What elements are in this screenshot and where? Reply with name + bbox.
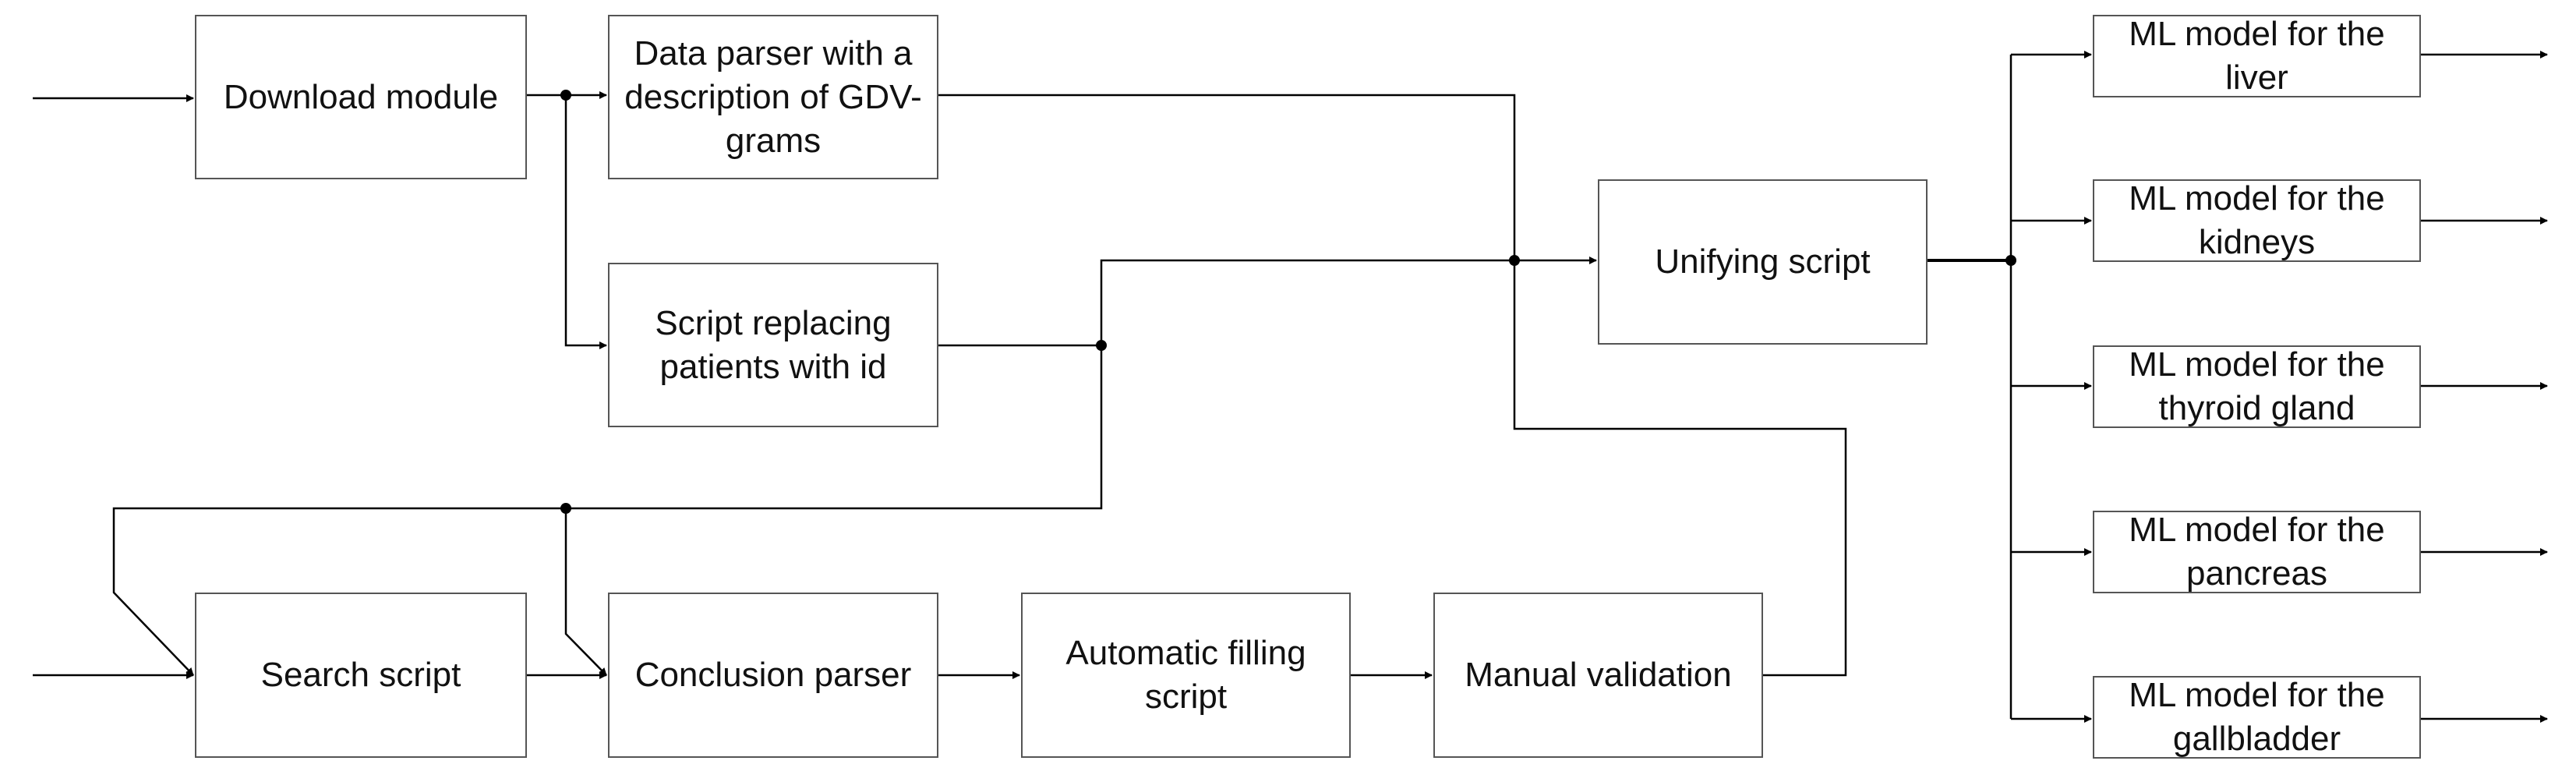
node-automatic-filling: Automatic filling script [1021, 593, 1351, 758]
node-ml-gallbladder: ML model for the gallbladder [2093, 676, 2421, 759]
node-label: Conclusion parser [634, 656, 912, 694]
node-label: ML model for the liver [2129, 15, 2385, 97]
junction-download [560, 90, 571, 101]
junction-unifying-output [2005, 255, 2016, 266]
edge-download-to-script-replacing [564, 95, 607, 349]
edge-script-replacing-to-search [112, 345, 1103, 676]
node-data-parser: Data parser with a description of GDV-gr… [608, 15, 938, 179]
node-label: ML model for the thyroid gland [2129, 345, 2385, 427]
junction-unifying-input [1509, 255, 1520, 266]
node-label: ML model for the pancreas [2129, 511, 2385, 593]
node-label: Unifying script [1655, 242, 1871, 281]
node-ml-kidneys: ML model for the kidneys [2093, 179, 2421, 262]
node-ml-thyroid: ML model for the thyroid gland [2093, 345, 2421, 428]
node-script-replacing: Script replacing patients with id [608, 263, 938, 427]
junction-bus [560, 503, 571, 514]
edge-manual-to-unifying [1513, 260, 1847, 677]
node-manual-validation: Manual validation [1433, 593, 1763, 758]
node-download-module: Download module [195, 15, 527, 179]
node-label: ML model for the gallbladder [2129, 676, 2385, 758]
node-label: Search script [260, 656, 461, 694]
node-conclusion-parser: Conclusion parser [608, 593, 938, 758]
node-search-script: Search script [195, 593, 527, 758]
node-label: Download module [223, 77, 499, 116]
node-label: ML model for the kidneys [2129, 179, 2385, 261]
node-ml-liver: ML model for the liver [2093, 15, 2421, 97]
node-label: Data parser with a description of GDV-gr… [624, 34, 922, 160]
node-label: Automatic filling script [1065, 634, 1306, 716]
edge-script-replacing-to-unifying [938, 257, 1597, 347]
edge-data-parser-to-unifying [938, 94, 1516, 260]
junction-script-replacing [1096, 340, 1107, 351]
node-label: Script replacing patients with id [655, 303, 892, 386]
node-unifying-script: Unifying script [1598, 179, 1928, 345]
edge-bus-to-conclusion [564, 508, 607, 676]
node-label: Manual validation [1465, 656, 1732, 694]
node-ml-pancreas: ML model for the pancreas [2093, 511, 2421, 593]
